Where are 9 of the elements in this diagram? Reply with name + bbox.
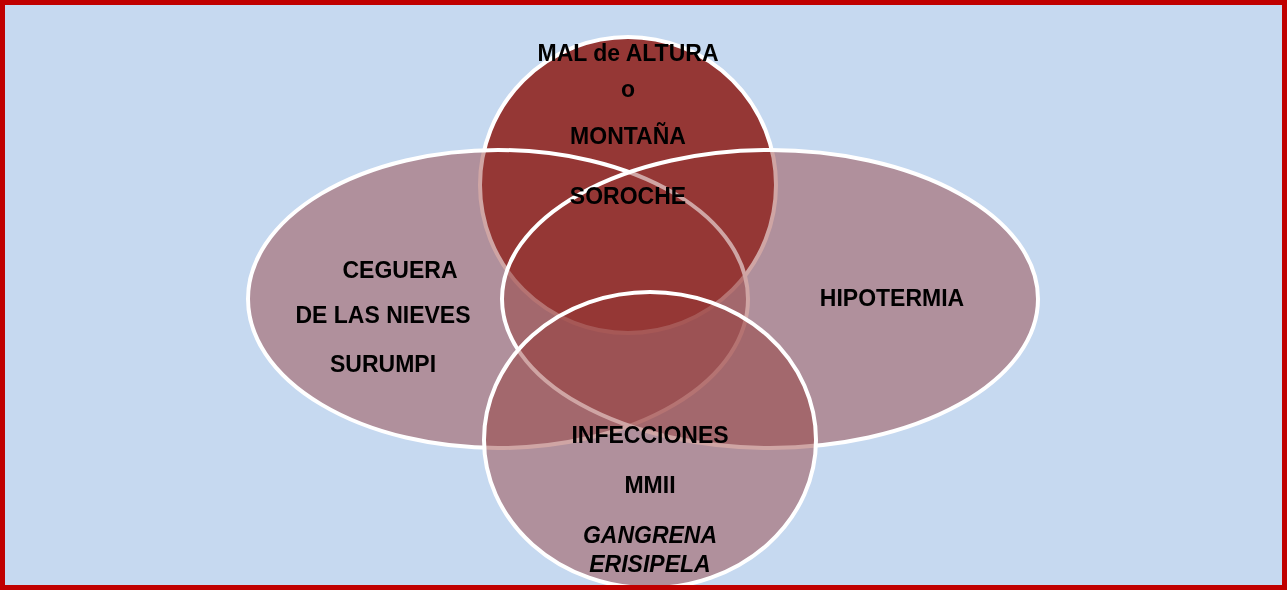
venn-label: SURUMPI bbox=[329, 349, 437, 379]
venn-label: INFECCIONES bbox=[571, 420, 729, 450]
venn-label: CEGUERA bbox=[342, 255, 458, 285]
venn-label: HIPOTERMIA bbox=[819, 283, 965, 313]
venn-label: GANGRENA ERISIPELA bbox=[581, 521, 719, 579]
venn-label: MONTAÑA bbox=[570, 121, 686, 151]
venn-label: DE LAS NIEVES bbox=[295, 300, 471, 330]
venn-label: o bbox=[620, 74, 636, 104]
venn-label: MMII bbox=[624, 470, 676, 500]
